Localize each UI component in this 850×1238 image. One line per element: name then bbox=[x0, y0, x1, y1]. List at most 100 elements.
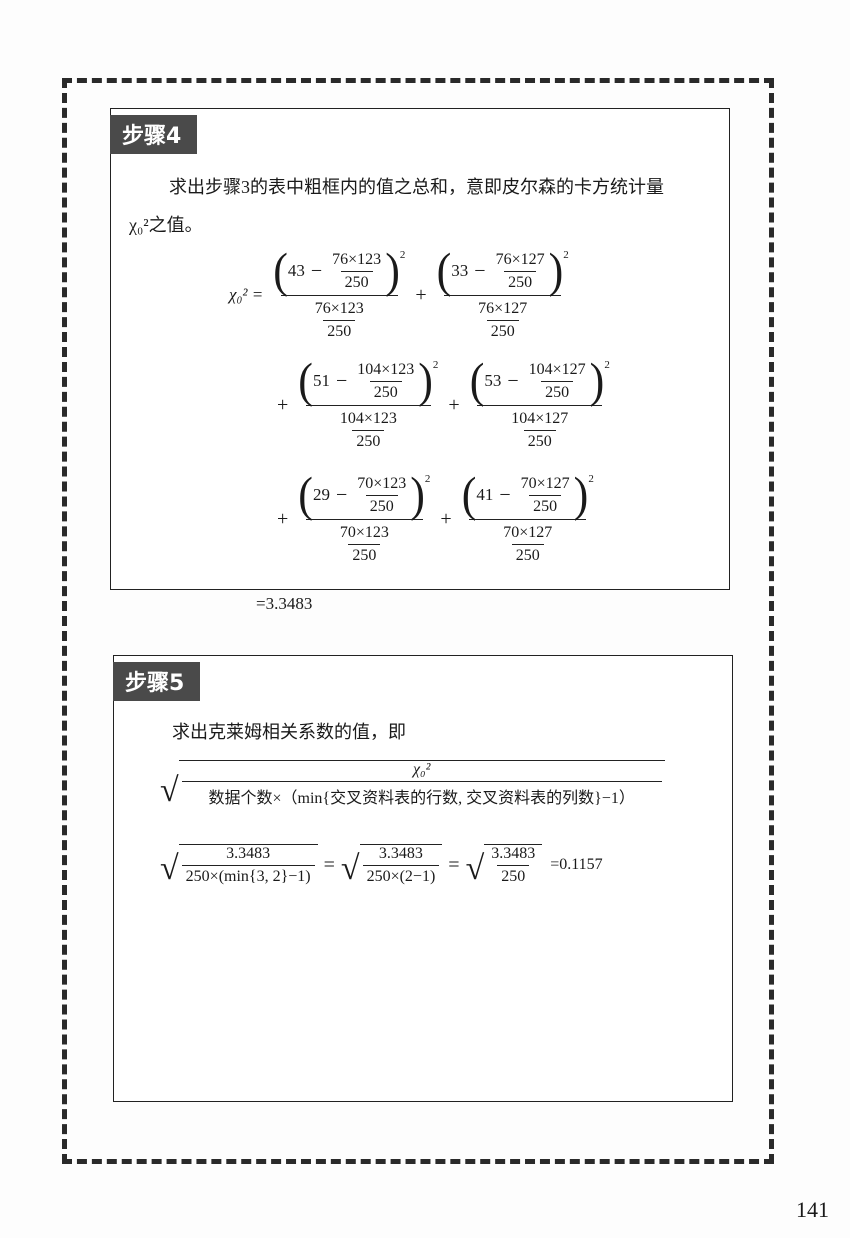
step5-text: 求出克莱姆相关系数的值，即 bbox=[172, 722, 406, 742]
exponent: 2 bbox=[588, 473, 594, 485]
calc-den2: 250×(2−1) bbox=[362, 865, 440, 886]
plus-sign: + bbox=[277, 507, 289, 530]
equals-sign: = bbox=[323, 853, 335, 876]
plus-sign: + bbox=[448, 393, 460, 416]
observed-value: 43 bbox=[287, 261, 305, 280]
observed-value: 41 bbox=[476, 485, 494, 504]
minus-sign: − bbox=[335, 483, 348, 506]
fraction-numerator: 76×127 bbox=[495, 250, 545, 268]
inner-fraction: 76×123 250 bbox=[328, 251, 385, 292]
fraction-denominator: 250 bbox=[323, 320, 356, 341]
step4-text-line1: 求出步骤3的表中粗框内的值之总和，意即皮尔森的卡方统计量 bbox=[169, 177, 664, 197]
fraction-numerator: 70×123 bbox=[357, 474, 407, 492]
calc-den1: 250×(min{3, 2}−1) bbox=[181, 865, 315, 886]
term-denominator: 104×123 250 bbox=[305, 405, 431, 451]
minus-sign: − bbox=[507, 369, 519, 392]
term-denominator: 76×127 250 bbox=[444, 295, 562, 341]
right-paren: ) bbox=[589, 353, 605, 408]
step5-label: 步骤5 bbox=[113, 662, 201, 701]
fraction-denominator: 250 bbox=[348, 544, 381, 565]
fraction-denominator: 250 bbox=[504, 270, 537, 292]
observed-value: 33 bbox=[451, 261, 469, 280]
fraction-denominator: 250 bbox=[340, 270, 373, 292]
observed-value: 51 bbox=[312, 371, 330, 390]
fraction-denominator: 250 bbox=[529, 494, 562, 516]
left-paren: ( bbox=[298, 353, 313, 408]
right-paren: ) bbox=[548, 243, 564, 298]
inner-fraction: 76×123 250 bbox=[311, 300, 368, 341]
calc-num: 3.3483 bbox=[491, 845, 536, 862]
minus-sign: − bbox=[310, 259, 323, 282]
plus-sign: + bbox=[277, 393, 289, 416]
calc-num: 3.3483 bbox=[226, 845, 271, 862]
left-paren: ( bbox=[436, 243, 452, 298]
term-denominator: 76×123 250 bbox=[280, 295, 398, 341]
inner-fraction: 104×123 250 bbox=[353, 361, 418, 402]
chi-result: =3.3483 bbox=[256, 594, 313, 613]
right-paren: ) bbox=[573, 467, 589, 522]
fraction-denominator: 250 bbox=[369, 380, 402, 402]
fraction-denominator: 250 bbox=[352, 430, 385, 451]
plus-sign: + bbox=[440, 507, 452, 530]
right-paren: ) bbox=[418, 353, 433, 408]
exponent: 2 bbox=[424, 473, 431, 485]
fraction-numerator: 76×127 bbox=[478, 300, 528, 317]
cramer-result: =0.1157 bbox=[550, 856, 603, 873]
formula-denominator: 数据个数×（min{交叉资料表的行数, 交叉资料表的列数}−1） bbox=[181, 781, 662, 808]
fraction-denominator: 250 bbox=[486, 320, 519, 341]
inner-fraction: 104×127 250 bbox=[525, 361, 590, 402]
left-paren: ( bbox=[298, 467, 313, 522]
left-paren: ( bbox=[469, 353, 485, 408]
inner-fraction: 70×127 250 bbox=[499, 524, 556, 565]
exponent: 2 bbox=[604, 359, 610, 371]
observed-value: 29 bbox=[312, 485, 330, 504]
fraction-numerator: 104×127 bbox=[528, 360, 586, 378]
fraction-numerator: 76×123 bbox=[314, 300, 364, 317]
step4-box: 步骤4 求出步骤3的表中粗框内的值之总和，意即皮尔森的卡方统计量 χ₀²之值。 … bbox=[110, 108, 730, 590]
step4-label: 步骤4 bbox=[110, 115, 198, 154]
calc-num: 3.3483 bbox=[378, 845, 423, 862]
inner-fraction: 76×127 250 bbox=[492, 251, 549, 292]
right-paren: ) bbox=[385, 243, 400, 298]
fraction-numerator: 70×127 bbox=[520, 474, 570, 492]
plus-sign: + bbox=[415, 283, 427, 306]
fraction-numerator: 70×127 bbox=[503, 524, 553, 541]
page-number: 141 bbox=[796, 1197, 829, 1222]
fraction-numerator: 104×123 bbox=[339, 410, 397, 427]
inner-fraction: 70×127 250 bbox=[517, 475, 574, 516]
fraction-denominator: 250 bbox=[541, 380, 574, 402]
term-denominator: 70×127 250 bbox=[469, 519, 587, 565]
fraction-numerator: 76×123 bbox=[332, 250, 382, 268]
minus-sign: − bbox=[335, 369, 348, 392]
exponent: 2 bbox=[563, 249, 569, 261]
fraction-numerator: 104×123 bbox=[357, 360, 415, 378]
fraction-denominator: 250 bbox=[511, 544, 544, 565]
fraction-denominator: 250 bbox=[523, 430, 556, 451]
